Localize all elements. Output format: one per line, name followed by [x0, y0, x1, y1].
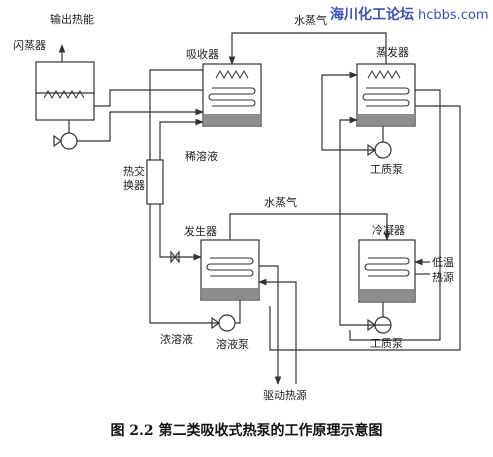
label-solution-pump: 溶液泵	[216, 337, 249, 351]
condenser	[358, 239, 416, 303]
heat-exchanger	[146, 159, 164, 205]
label-heat-exchanger-1: 热交	[123, 164, 145, 178]
label-water-vapor-top: 水蒸气	[294, 13, 327, 27]
label-condenser: 冷凝器	[372, 223, 405, 237]
label-output-heat: 输出热能	[50, 12, 94, 26]
label-dilute-solution: 稀溶液	[185, 149, 218, 163]
flow-lines	[68, 32, 461, 385]
label-heat-exchanger-2: 换器	[123, 178, 145, 192]
label-low-temp-1: 低温	[432, 256, 454, 269]
label-driving-heat: 驱动热源	[263, 388, 307, 402]
evaporator	[356, 63, 416, 127]
label-water-vapor-mid: 水蒸气	[264, 195, 297, 209]
generator	[200, 239, 260, 301]
label-working-pump-bottom: 工质泵	[370, 337, 403, 350]
absorber	[202, 63, 262, 127]
label-generator: 发生器	[184, 224, 217, 238]
label-concentrated-solution: 浓溶液	[160, 332, 193, 346]
watermark: 海川化工论坛 hcbbs.com	[330, 4, 489, 24]
flash-tank-pump	[53, 132, 78, 150]
label-flash-tank: 闪蒸器	[13, 38, 46, 52]
expansion-valve	[170, 250, 180, 264]
flash-tank	[35, 44, 95, 121]
label-absorber: 吸收器	[186, 47, 219, 61]
label-evaporator: 蒸发器	[376, 45, 409, 59]
label-low-temp-2: 热源	[432, 270, 454, 284]
figure-caption: 图 2.2 第二类吸收式热泵的工作原理示意图	[110, 423, 383, 439]
watermark-name: 海川化工论坛	[330, 7, 414, 23]
watermark-url: hcbbs.com	[418, 8, 489, 23]
label-working-pump-top: 工质泵	[370, 163, 403, 176]
